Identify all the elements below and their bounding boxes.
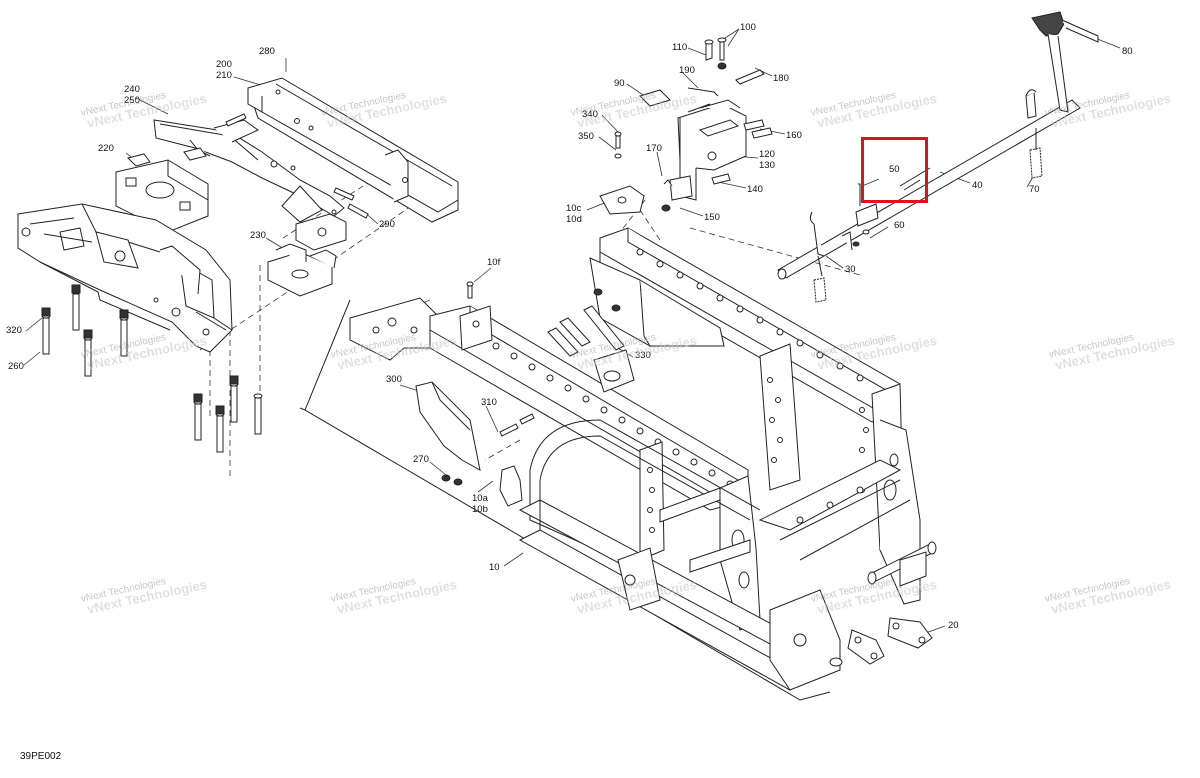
callout-170[interactable]: 170 [646, 143, 662, 154]
bolt-310 [499, 413, 535, 437]
left-mount-plate [115, 147, 209, 233]
callout-10b[interactable]: 10b [472, 504, 488, 515]
callout-80[interactable]: 80 [1122, 46, 1133, 57]
callout-120[interactable]: 120 [759, 149, 775, 160]
callout-60[interactable]: 60 [894, 220, 905, 231]
callout-210[interactable]: 210 [216, 70, 232, 81]
callout-280[interactable]: 280 [259, 46, 275, 57]
bracket-10a [499, 465, 523, 507]
main-frame [299, 227, 937, 701]
callout-290[interactable]: 290 [379, 219, 395, 230]
callout-270[interactable]: 270 [413, 454, 429, 465]
center-bolts [466, 281, 625, 357]
callout-220[interactable]: 220 [98, 143, 114, 154]
fasteners-270 [441, 474, 463, 486]
left-bolts [41, 284, 263, 453]
callout-100[interactable]: 100 [740, 22, 756, 33]
callout-20[interactable]: 20 [948, 620, 959, 631]
callout-330[interactable]: 330 [635, 350, 651, 361]
engine-mount-bracket [267, 213, 347, 297]
highlight-box [861, 137, 928, 203]
pedal-bracket-assembly [599, 37, 773, 215]
callout-310[interactable]: 310 [481, 397, 497, 408]
callout-180[interactable]: 180 [773, 73, 789, 84]
callout-10c[interactable]: 10c [566, 203, 582, 214]
callout-50[interactable]: 50 [889, 164, 900, 175]
callout-110[interactable]: 110 [672, 42, 688, 53]
callout-40[interactable]: 40 [972, 180, 983, 191]
callout-150[interactable]: 150 [704, 212, 720, 223]
callout-10d[interactable]: 10d [566, 214, 582, 225]
pedal-shaft-assembly [777, 11, 1099, 303]
callout-10f[interactable]: 10f [487, 257, 501, 268]
callout-140[interactable]: 140 [747, 184, 763, 195]
callout-250[interactable]: 250 [124, 95, 140, 106]
callout-10a[interactable]: 10a [472, 493, 488, 504]
callout-200[interactable]: 200 [216, 59, 232, 70]
callout-300[interactable]: 300 [386, 374, 402, 385]
callout-160[interactable]: 160 [786, 130, 802, 141]
left-bracket [153, 119, 345, 223]
callout-350[interactable]: 350 [578, 131, 594, 142]
callout-230[interactable]: 230 [250, 230, 266, 241]
callout-320[interactable]: 320 [6, 325, 22, 336]
callout-130[interactable]: 130 [759, 160, 775, 171]
callout-30[interactable]: 30 [845, 264, 856, 275]
callout-90[interactable]: 90 [614, 78, 625, 89]
skid-plate-300 [415, 381, 481, 471]
left-lower-frame [17, 203, 233, 353]
upper-crossmember [247, 77, 459, 223]
callout-340[interactable]: 340 [582, 109, 598, 120]
callout-190[interactable]: 190 [679, 65, 695, 76]
callout-240[interactable]: 240 [124, 84, 140, 95]
callout-10[interactable]: 10 [489, 562, 500, 573]
callout-260[interactable]: 260 [8, 361, 24, 372]
link-plate-20 [847, 617, 933, 665]
diagram-code: 39PE002 [20, 751, 62, 762]
callout-70[interactable]: 70 [1029, 184, 1040, 195]
bolts-290 [225, 113, 369, 219]
